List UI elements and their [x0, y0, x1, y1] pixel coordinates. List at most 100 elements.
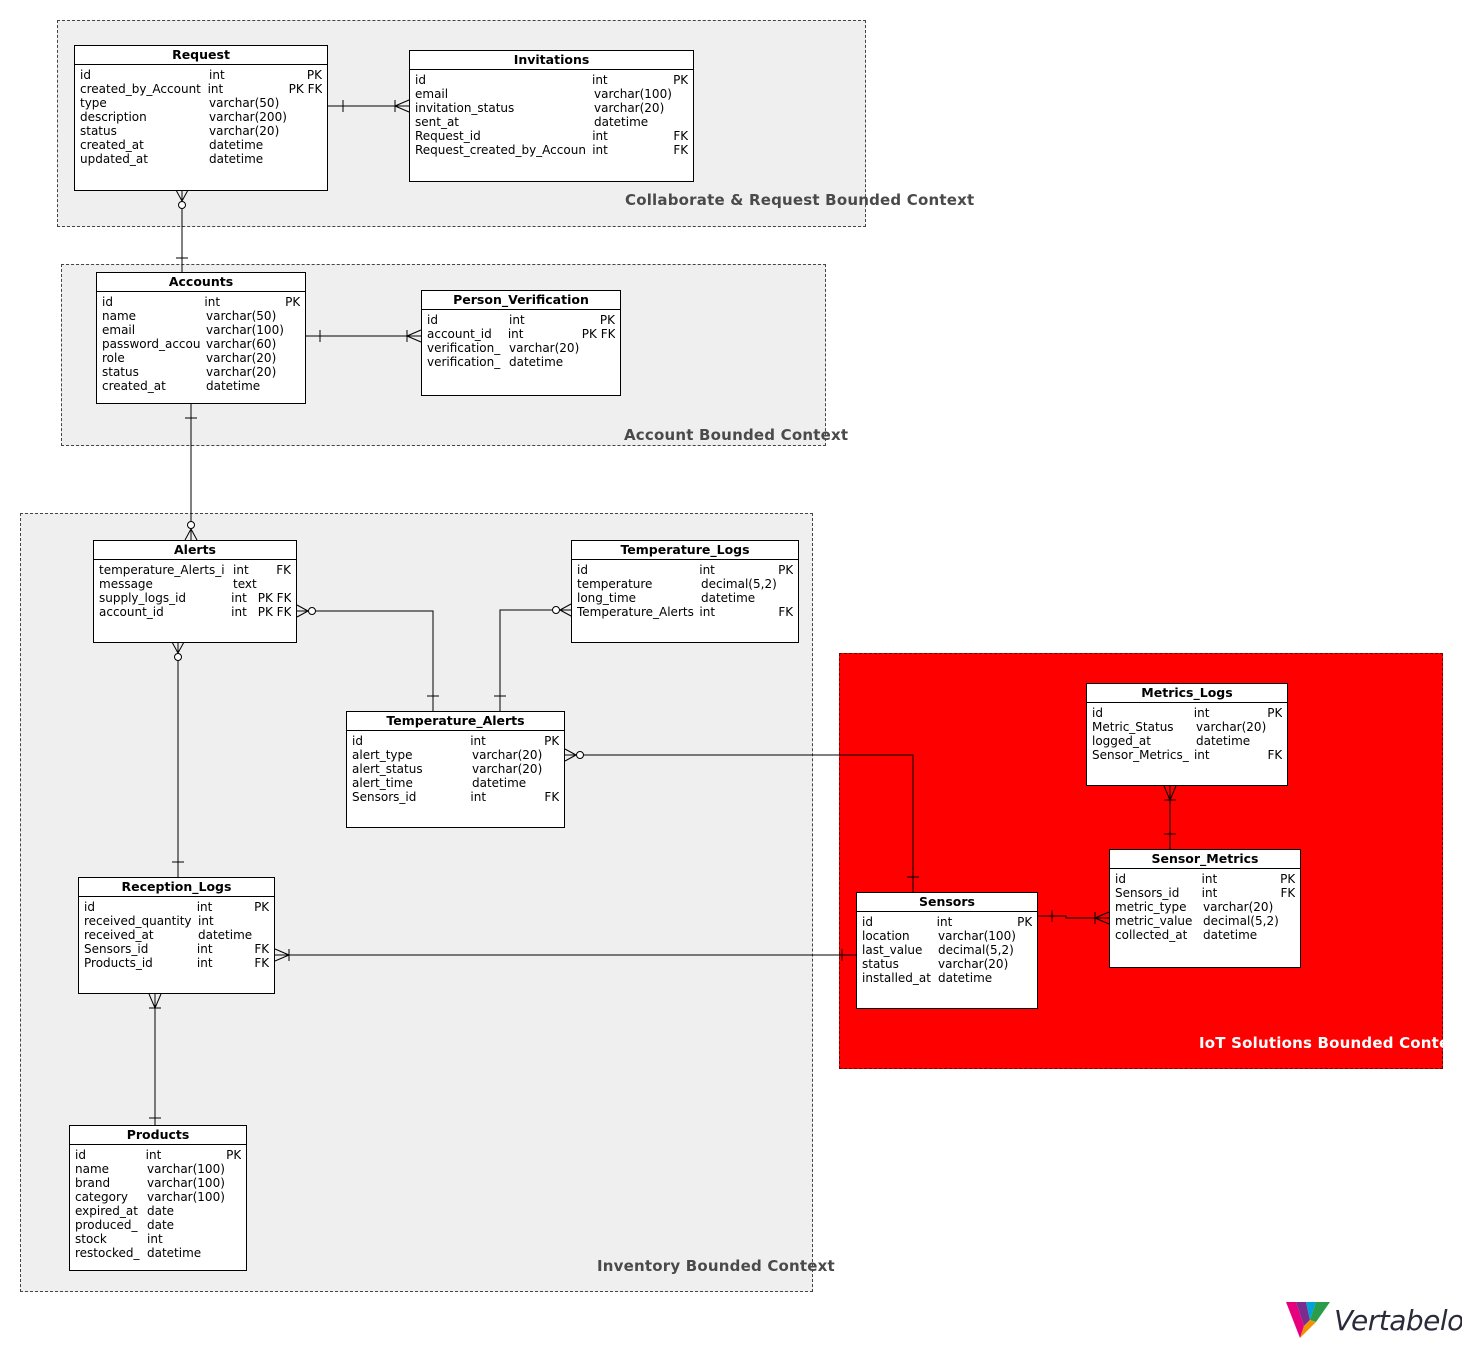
column-key: FK [1280, 886, 1295, 900]
column-row[interactable]: produced_date [75, 1218, 241, 1232]
column-type: datetime [147, 1246, 202, 1260]
relationship-alerts-reception-logs [171, 641, 185, 877]
column-type: datetime [209, 138, 264, 152]
column-key: PK [254, 900, 269, 914]
column-row[interactable]: verification_varchar(20) [427, 341, 615, 355]
column-type: int [196, 956, 213, 970]
column-row[interactable]: verification_datetime [427, 355, 615, 369]
column-name: Sensor_Metrics_ [1092, 748, 1189, 762]
column-type: varchar(20) [1203, 900, 1274, 914]
column-type: varchar(50) [206, 309, 277, 323]
column-key: FK [276, 563, 291, 577]
area-label: Account Bounded Context [624, 426, 849, 444]
column-key: PK [1267, 706, 1282, 720]
column-name: received_quantity [84, 914, 192, 928]
column-name: id [352, 734, 363, 748]
column-row[interactable]: logged_at datetime [1092, 734, 1282, 748]
column-type: datetime [1196, 734, 1251, 748]
vertabelo-logo-text: Vertabelo [1334, 1303, 1462, 1337]
column-name: metric_value [1115, 914, 1193, 928]
column-key: FK [544, 790, 559, 804]
column-name: account_id [427, 327, 492, 341]
column-name: logged_at [1092, 734, 1151, 748]
column-type: varchar(50) [209, 96, 280, 110]
column-key: FK [673, 129, 688, 143]
column-row[interactable]: restocked_datetime [75, 1246, 241, 1260]
column-name: Sensors_id [1115, 886, 1180, 900]
column-type: datetime [701, 591, 756, 605]
